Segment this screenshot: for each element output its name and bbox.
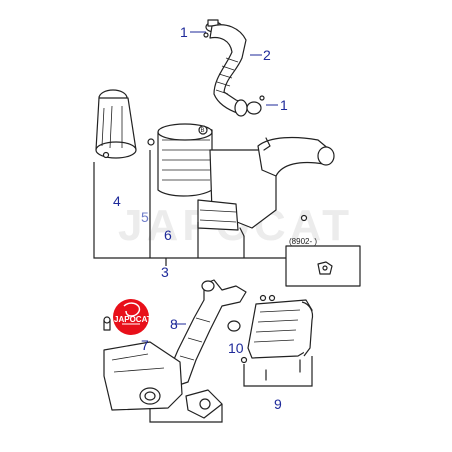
hose-clamp-lower xyxy=(246,95,265,115)
callout-8: 8 xyxy=(170,316,178,332)
bracket-base xyxy=(149,404,223,423)
callout-3: 3 xyxy=(161,264,169,280)
callout-1-top: 1 xyxy=(180,24,188,40)
bolt-mark: B xyxy=(201,128,205,134)
japocat-logo: JAPOCAT xyxy=(113,299,152,335)
mounting-bracket-7 xyxy=(103,316,223,419)
logo-text: JAPOCAT xyxy=(114,315,152,324)
filter-element xyxy=(247,294,314,381)
detail-inset-box: (8902- ) xyxy=(285,237,361,287)
detail-box-label: (8902- ) xyxy=(289,237,317,246)
bracket-9 xyxy=(243,356,313,387)
intake-duct xyxy=(165,279,247,387)
callout-6: 6 xyxy=(164,227,172,243)
callout-2: 2 xyxy=(263,47,271,63)
callout-10: 10 xyxy=(228,340,244,356)
air-cleaner-cover xyxy=(95,89,137,159)
assembly-bracket-3 xyxy=(93,150,286,266)
air-cleaner-housing: B xyxy=(157,123,335,237)
corrugated-intake-hose xyxy=(209,24,248,117)
callout-5: 5 xyxy=(141,209,149,225)
bolt-part-10 xyxy=(240,356,248,364)
callout-4: 4 xyxy=(113,193,121,209)
callout-1-lower: 1 xyxy=(280,97,288,113)
callout-7: 7 xyxy=(141,337,149,353)
clip-part-5 xyxy=(147,138,155,146)
logo-figure-icon xyxy=(123,302,141,317)
callout-9: 9 xyxy=(274,396,282,412)
